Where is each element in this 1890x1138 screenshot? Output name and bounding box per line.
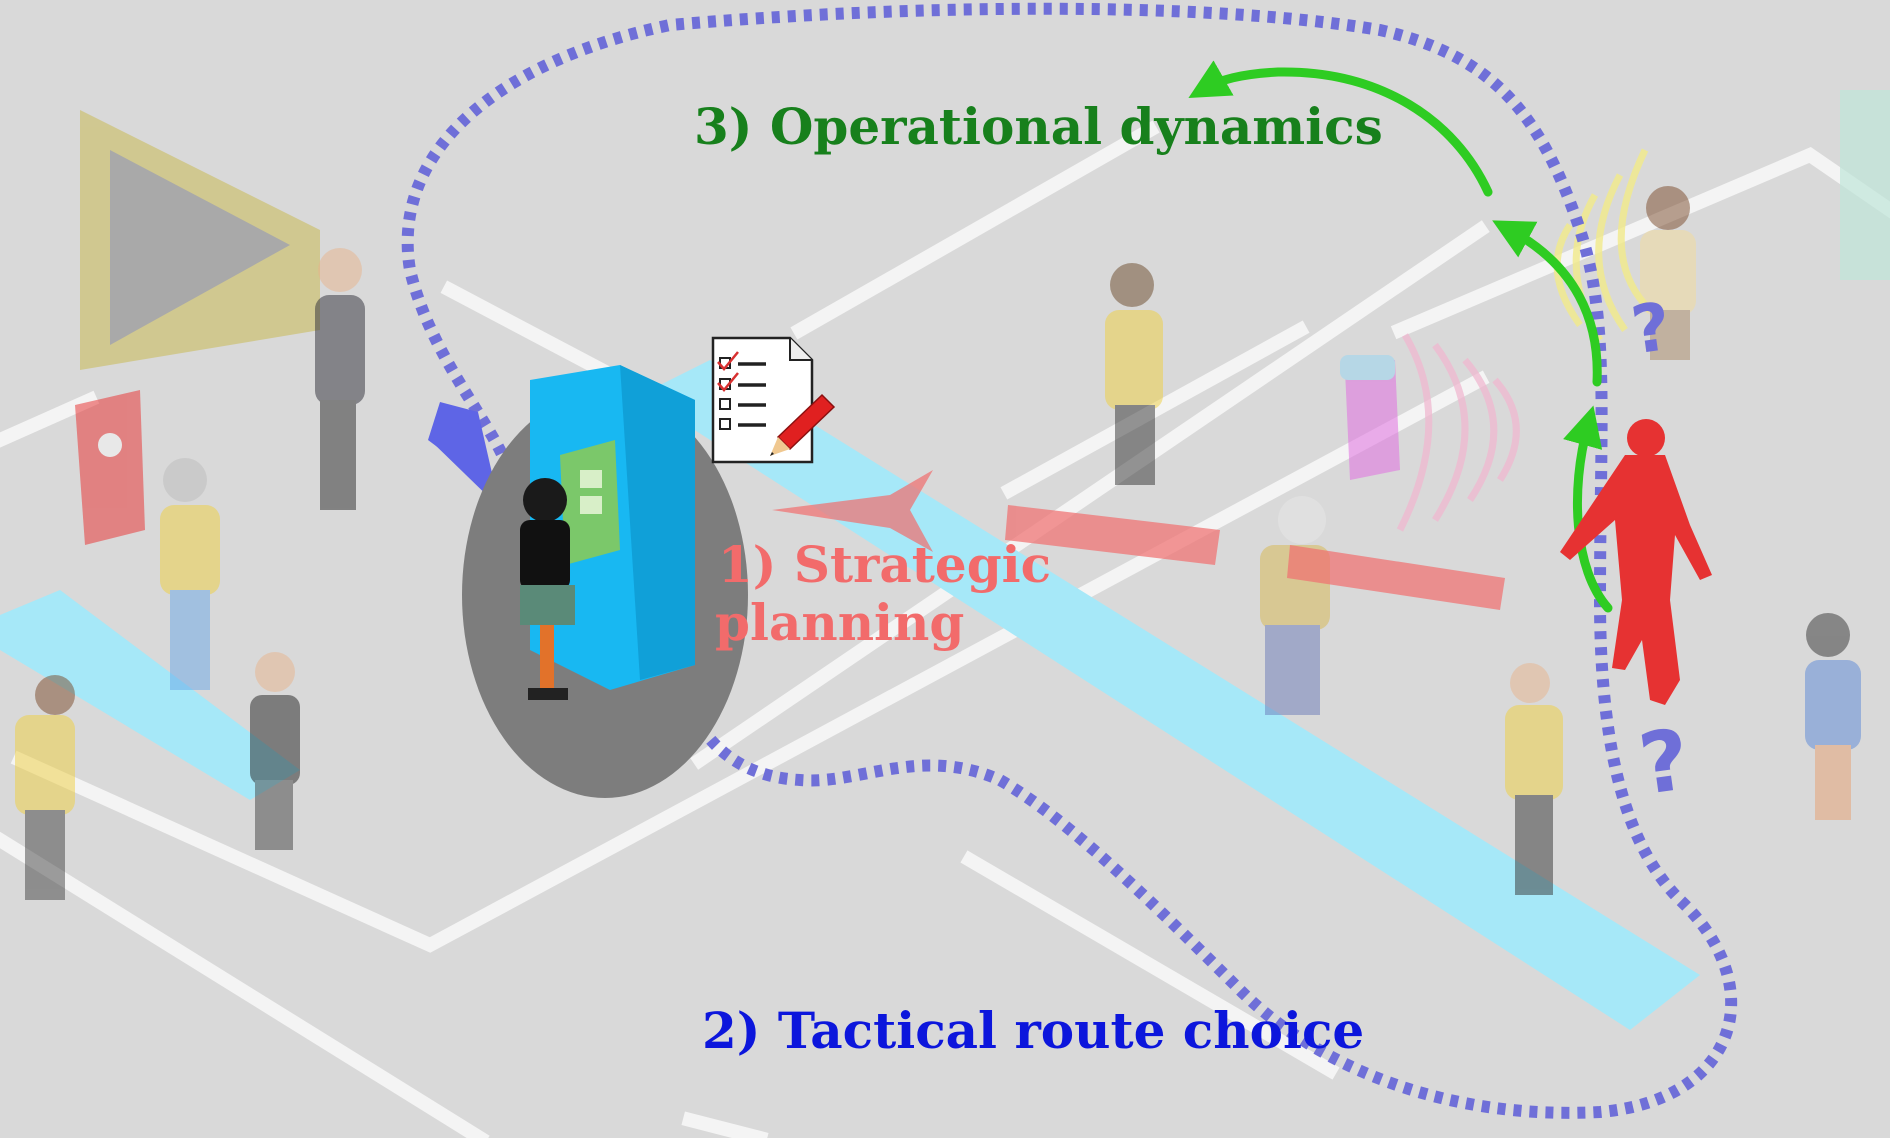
strategic-planning-label-line1: 1) Strategic: [718, 535, 1052, 594]
signal-wave-icon: [1396, 333, 1520, 532]
strategic-planning-label: 1) Strategic planning: [715, 535, 1052, 652]
background-pedestrians: [15, 186, 1861, 900]
ticket-machine-icon: [520, 365, 695, 700]
tactical-route: [401, 2, 1738, 1119]
faded-pink-kiosk: [1340, 355, 1400, 480]
pedestrian-icon: [15, 675, 75, 900]
pencil-icon: [770, 393, 836, 456]
floor-lines: [0, 120, 1890, 1138]
operational-dynamics-label: 3) Operational dynamics: [694, 97, 1383, 156]
faded-red-kiosk: [75, 390, 145, 545]
strategic-arrow: [772, 470, 1505, 610]
faded-pillar-right: [1840, 90, 1890, 280]
tactical-route-choice-label: 2) Tactical route choice: [702, 1001, 1365, 1060]
pedestrian-icon: [1805, 613, 1861, 820]
pedestrian-icon: [315, 248, 365, 510]
pedestrian-icon: [1640, 186, 1696, 360]
checklist-icon: [711, 336, 814, 464]
pedestrian-icon: [250, 652, 300, 850]
pedestrian-icon: [1105, 263, 1163, 485]
strategic-planning-label-line2: planning: [715, 592, 965, 652]
pedestrian-icon: [160, 458, 220, 690]
route-arrowhead-top-tip: [430, 412, 500, 508]
pedestrian-icon: [1560, 419, 1712, 705]
pedestrian-icon: [1505, 663, 1563, 895]
faded-signboard: [80, 110, 320, 370]
walkway-strip-left: [0, 590, 300, 800]
